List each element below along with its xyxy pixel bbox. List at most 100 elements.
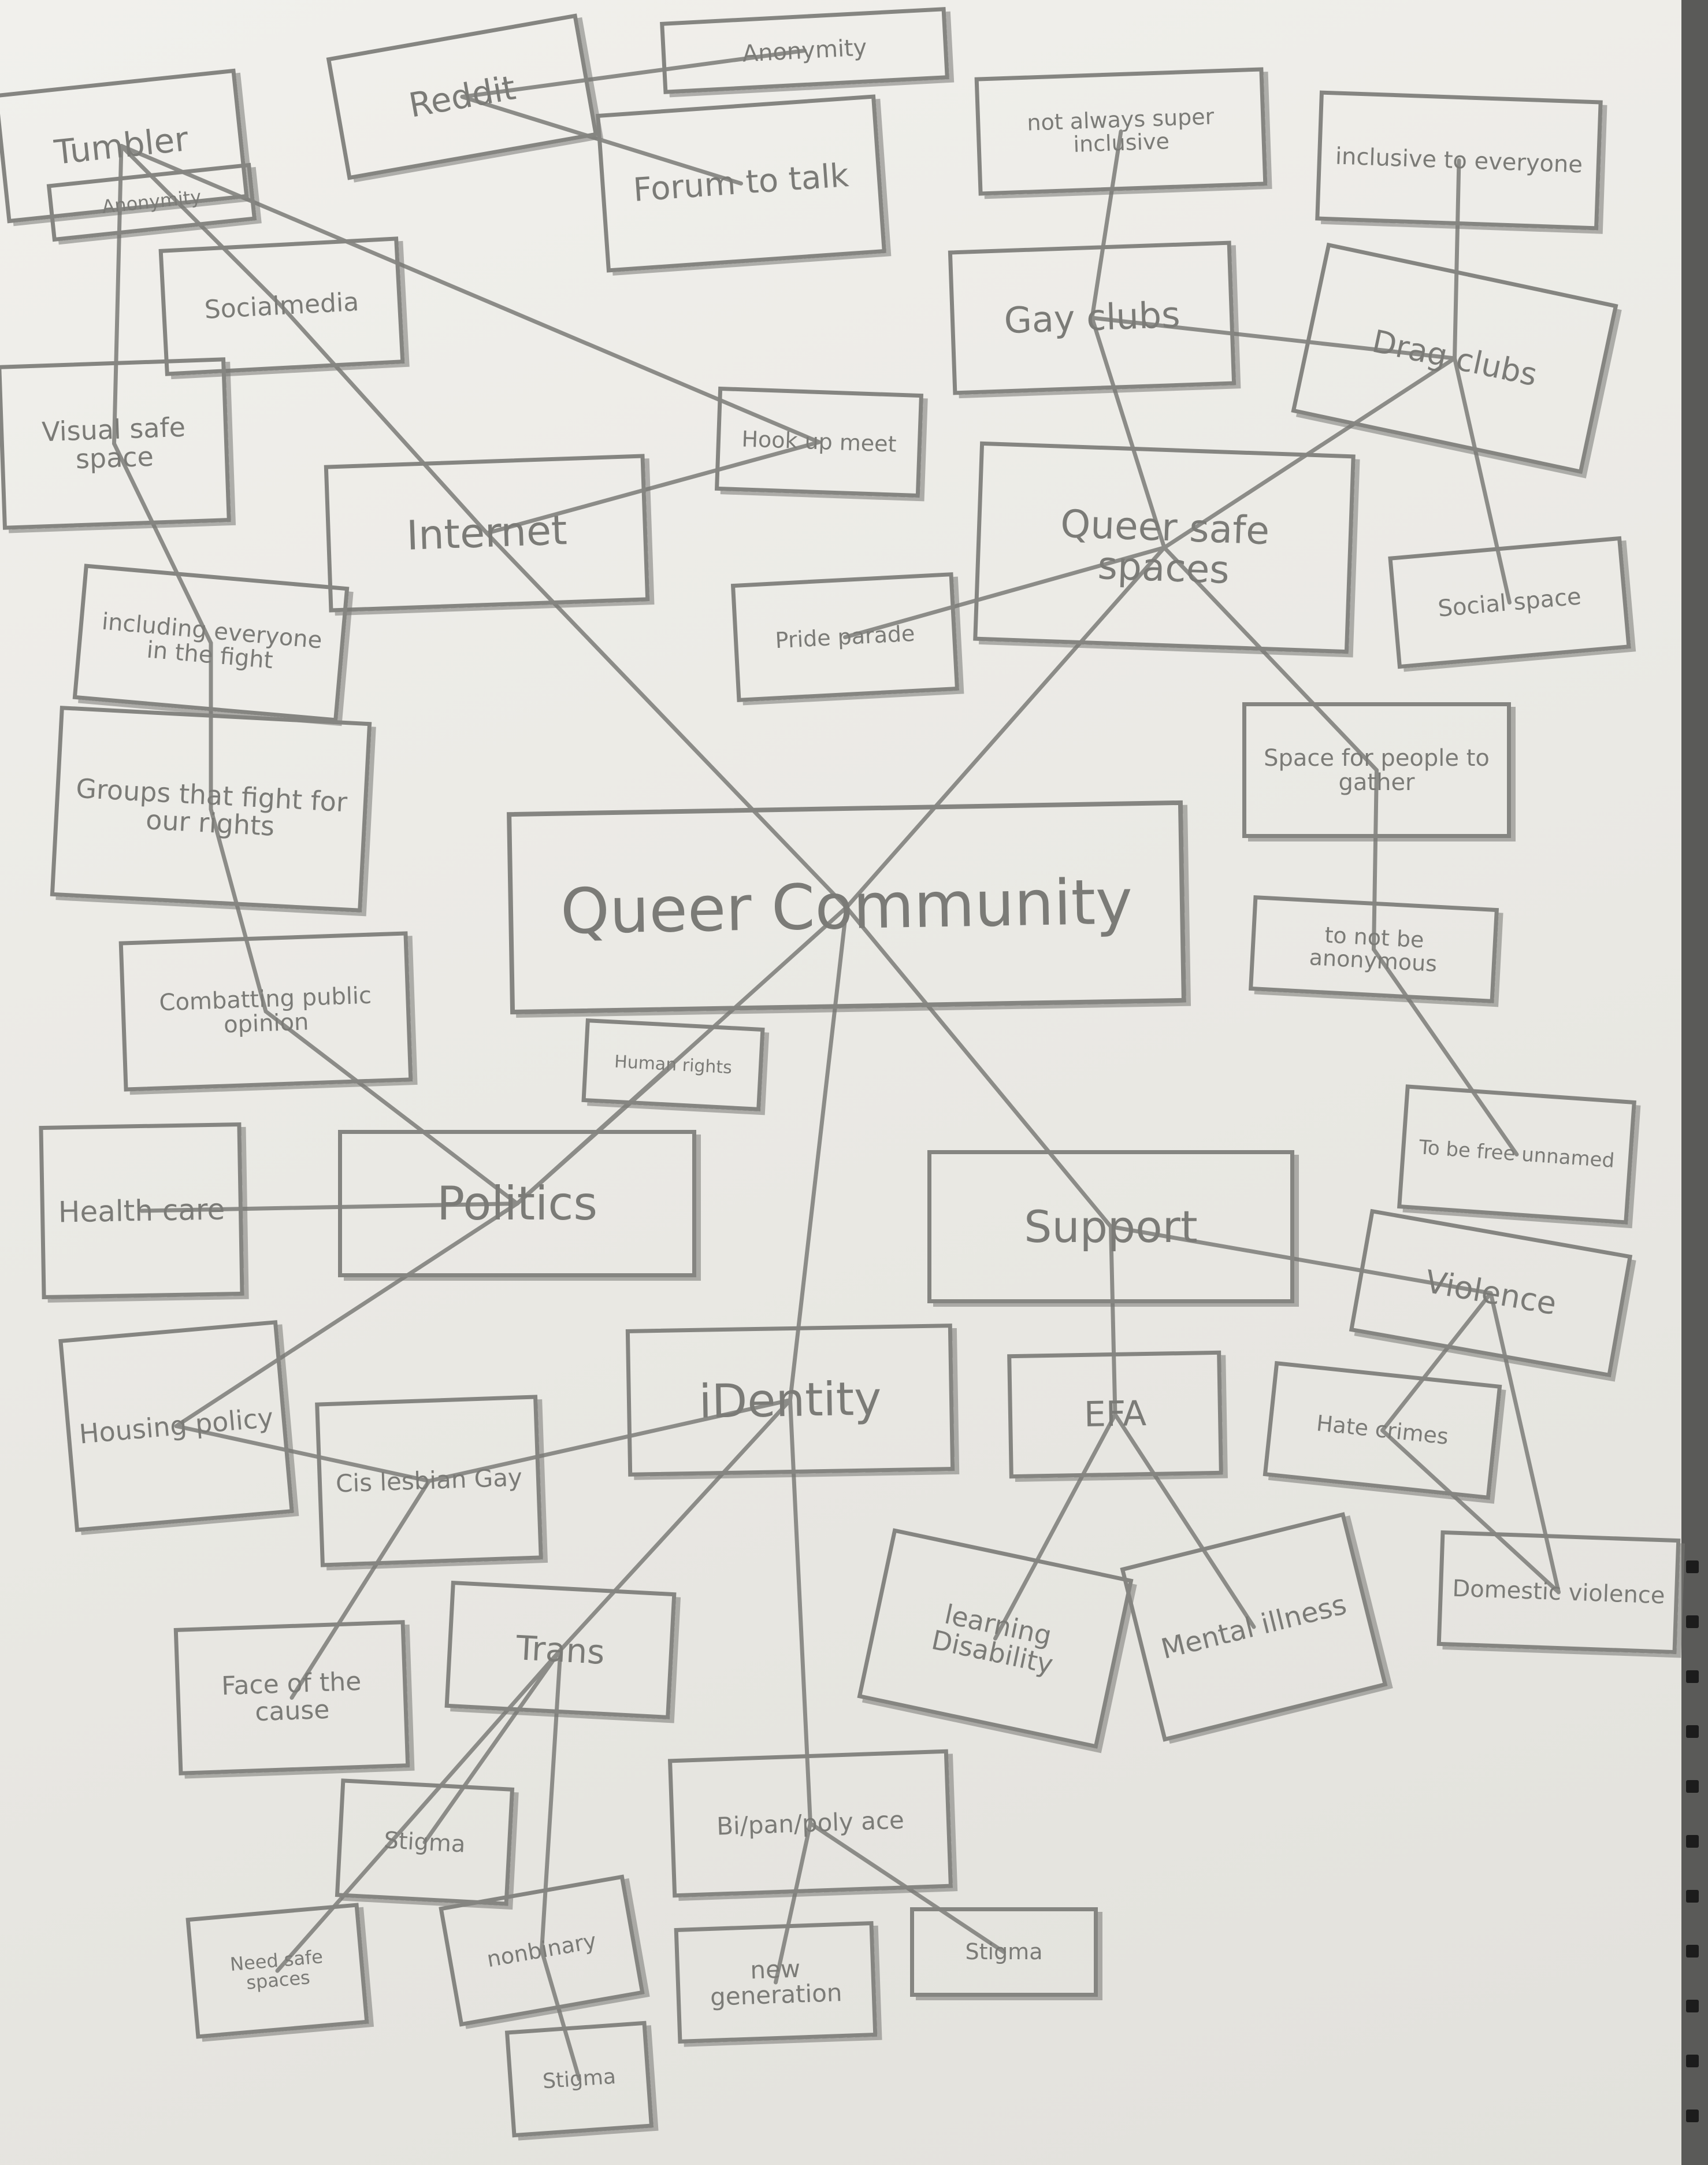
node-to-be-free[interactable]: To be free unnamed (1397, 1084, 1637, 1225)
node-label: Queer Community (559, 866, 1134, 948)
node-label: Hate crimes (1315, 1410, 1450, 1449)
connector-queer-community-queer-safe-spaces (844, 546, 1167, 910)
node-combatting-public-opinion[interactable]: Combatting public opinion (118, 931, 413, 1092)
connector-trans-stigma-1 (422, 1648, 563, 1844)
connector-to-not-be-anonymous-to-be-free (1372, 947, 1519, 1156)
node-queer-safe-spaces[interactable]: Queer safe spaces (973, 441, 1356, 654)
node-social-media[interactable]: Socialmedia (158, 236, 405, 376)
node-label: Visual safe space (41, 411, 186, 474)
node-to-not-be-anonymous[interactable]: to not be anonymous (1248, 895, 1499, 1004)
node-label: to not be anonymous (1308, 922, 1438, 977)
node-human-rights[interactable]: Human rights (581, 1018, 765, 1112)
connector-queer-community-internet (485, 531, 849, 910)
connector-cis-lesbian-gay-housing-policy (174, 1424, 431, 1483)
node-label: learning Disability (929, 1598, 1056, 1681)
node-health-care[interactable]: Health care (39, 1122, 244, 1300)
binding-hole (1686, 2000, 1699, 2012)
connector-cis-lesbian-gay-face-of-the-cause (289, 1479, 431, 1700)
node-label: Gay clubs (1003, 294, 1181, 342)
node-label: Socialmedia (203, 287, 360, 325)
node-support[interactable]: Support (927, 1150, 1294, 1303)
binding-hole (1686, 2110, 1699, 2122)
node-label: Cis lesbian Gay (335, 1463, 523, 1499)
connector-queer-safe-spaces-space-for-people (1162, 546, 1379, 772)
connector-tumbler-hook-up-meet (119, 144, 821, 444)
node-new-generation[interactable]: new generation (674, 1921, 878, 2044)
node-label: Anonymity (101, 186, 203, 218)
connector-trans-need-safe-spaces (275, 1648, 563, 1973)
node-label: Face of the cause (221, 1667, 362, 1727)
node-stigma-3[interactable]: Stigma (910, 1907, 1098, 1997)
node-label: EFA (1083, 1393, 1147, 1435)
node-politics[interactable]: Politics (338, 1130, 696, 1277)
node-label: Stigma (383, 1826, 466, 1858)
connector-violence-domestic-violence (1488, 1291, 1561, 1595)
node-anonymity-top[interactable]: Anonymity (660, 7, 949, 94)
node-label: Groups that fight for our rights (75, 772, 348, 842)
node-label: Health care (58, 1192, 225, 1229)
connector-gay-clubs-not-always-inclusive (1090, 129, 1123, 320)
connector-queer-safe-spaces-gay-clubs (1090, 316, 1167, 550)
node-pride-parade[interactable]: Pride parade (730, 572, 960, 702)
connector-efa-mental-illness (1113, 1413, 1256, 1629)
node-hook-up-meet[interactable]: Hook up meet (714, 386, 924, 498)
node-groups-that-fight[interactable]: Groups that fight for our rights (50, 706, 372, 913)
binding-hole (1686, 1670, 1699, 1683)
binding-hole (1686, 1725, 1699, 1738)
connector-identity-cis-lesbian-gay (427, 1398, 792, 1483)
connector-hate-crimes-domestic-violence (1380, 1428, 1561, 1595)
node-housing-policy[interactable]: Housing policy (58, 1320, 294, 1532)
connector-bi-pan-poly-ace-stigma-3 (808, 1821, 1006, 1954)
node-label: Housing policy (77, 1402, 275, 1450)
binding-hole (1686, 2055, 1699, 2067)
connector-drag-clubs-social-space (1453, 356, 1512, 605)
node-stigma-1[interactable]: Stigma (335, 1778, 515, 1906)
connector-politics-health-care (139, 1202, 519, 1213)
node-hate-crimes[interactable]: Hate crimes (1263, 1360, 1502, 1500)
node-label: Queer safe spaces (1060, 501, 1271, 592)
node-inclusive-to-everyone[interactable]: inclusive to everyone (1315, 90, 1603, 231)
node-gay-clubs[interactable]: Gay clubs (948, 240, 1237, 395)
connector-drag-clubs-inclusive-to-everyone (1453, 158, 1461, 361)
node-label: To be free unnamed (1418, 1135, 1616, 1173)
node-internet[interactable]: Internet (324, 454, 650, 613)
node-label: Violence (1422, 1263, 1560, 1322)
connector-reddit-anonymity-top (460, 49, 807, 99)
connector-trans-nonbinary (540, 1648, 563, 1953)
node-need-safe-spaces[interactable]: Need safe spaces (185, 1903, 369, 2039)
node-label: Tumbler (52, 119, 191, 173)
node-visual-safe-space[interactable]: Visual safe space (0, 357, 231, 530)
node-not-always-inclusive[interactable]: not always super inclusive (974, 67, 1268, 196)
node-space-for-people[interactable]: Space for people to gather (1242, 702, 1511, 838)
node-label: nonbinary (485, 1927, 599, 1973)
connector-internet-social-media (280, 304, 489, 535)
connector-space-for-people-to-not-be-anonymous (1372, 768, 1379, 951)
node-identity[interactable]: iDentity (625, 1324, 955, 1477)
node-efa[interactable]: EFA (1007, 1350, 1223, 1479)
node-label: Reddit (406, 68, 519, 125)
node-bi-pan-poly-ace[interactable]: Bi/pan/poly ace (667, 1749, 953, 1898)
node-label: Hook up meet (741, 426, 897, 457)
node-stigma-2[interactable]: Stigma (504, 2021, 654, 2138)
node-forum-to-talk[interactable]: Forum to talk (595, 94, 887, 273)
node-domestic-violence[interactable]: Domestic violence (1436, 1530, 1681, 1655)
node-label: new generation (710, 1954, 843, 2011)
node-label: Stigma (965, 1938, 1043, 1964)
binding-hole (1686, 1780, 1699, 1793)
node-trans[interactable]: Trans (444, 1580, 677, 1720)
node-label: Anonymity (741, 34, 868, 68)
binding-hole (1686, 1835, 1699, 1848)
connector-reddit-forum-to-talk (460, 95, 743, 186)
binding-hole (1686, 1945, 1699, 1958)
connector-queer-community-support (844, 905, 1113, 1229)
node-cis-lesbian-gay[interactable]: Cis lesbian Gay (315, 1395, 543, 1567)
node-label: Forum to talk (632, 157, 851, 210)
node-label: iDentity (698, 1371, 882, 1429)
node-label: Space for people to gather (1264, 744, 1490, 796)
node-queer-community[interactable]: Queer Community (507, 800, 1186, 1015)
node-social-space[interactable]: Social space (1388, 536, 1631, 669)
node-including-everyone[interactable]: including everyone in the fight (72, 564, 350, 722)
node-face-of-the-cause[interactable]: Face of the cause (173, 1620, 410, 1775)
